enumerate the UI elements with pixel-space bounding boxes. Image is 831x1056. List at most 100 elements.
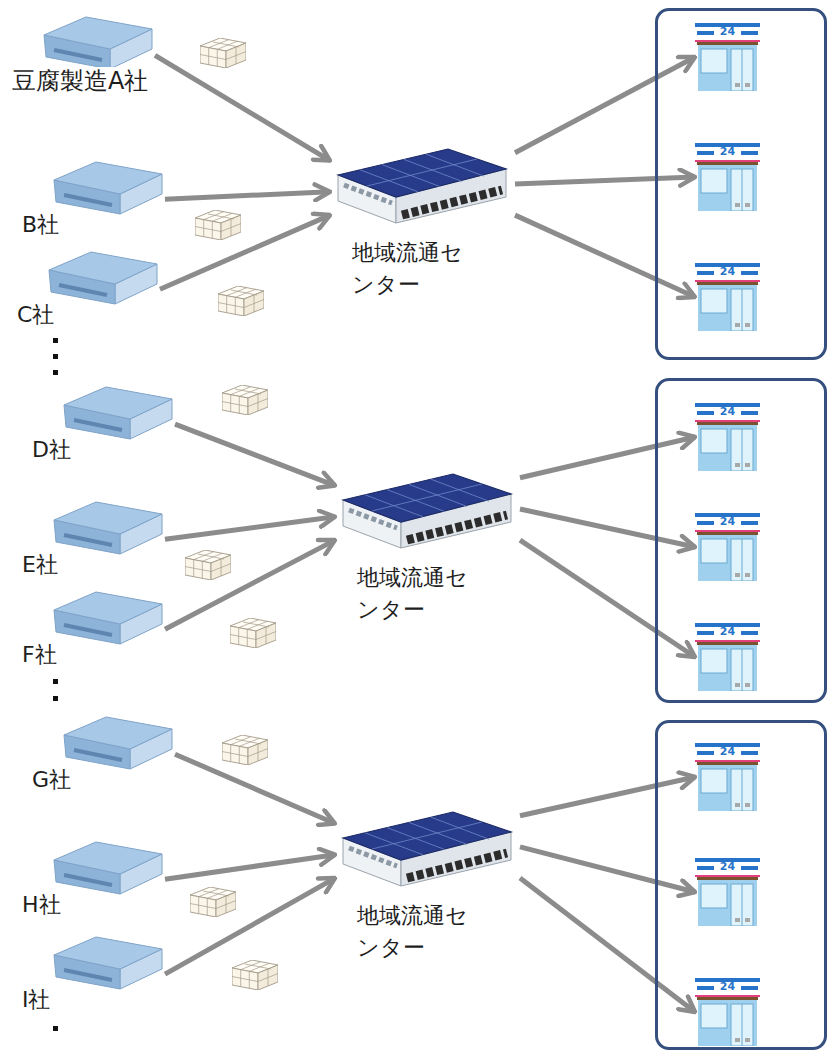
dot (53, 354, 58, 359)
tofu-box (218, 286, 264, 316)
flow-arrow (520, 437, 695, 478)
store-icon (695, 263, 760, 331)
store-sign-number: 24 (715, 25, 740, 39)
tofu-box (222, 385, 268, 415)
factory-node: E社 (20, 500, 165, 578)
store-icon (695, 513, 760, 581)
factory-icon (50, 840, 165, 895)
tofu-box (222, 735, 268, 765)
distribution-center: 地域流通セ ンター (335, 808, 520, 964)
flow-arrow (520, 777, 695, 816)
factory-icon (50, 500, 165, 555)
store-sign-number: 24 (715, 980, 740, 994)
convenience-store: 24 (695, 743, 760, 811)
factory-icon (54, 162, 162, 214)
flow-arrow (515, 57, 695, 153)
dot (53, 696, 58, 701)
store-icon (695, 978, 760, 1046)
store-sign-number: 24 (715, 745, 740, 759)
flow-arrow (175, 754, 335, 823)
factory-icon (50, 935, 165, 990)
flow-arrow (175, 424, 335, 485)
dot (53, 338, 58, 343)
convenience-store: 24 (695, 23, 760, 91)
center-name: 地域流通セ ンター (357, 900, 475, 964)
tofu-boxes (185, 38, 278, 990)
dot (53, 370, 58, 375)
center-name: 地域流通セ ンター (357, 562, 475, 626)
store-icon (695, 858, 760, 926)
convenience-store: 24 (695, 143, 760, 211)
warehouse-icon (335, 470, 515, 550)
flow-arrow (165, 517, 335, 539)
store-sign-number: 24 (715, 625, 740, 639)
store-sign-number: 24 (715, 860, 740, 874)
warehouse-icon (338, 149, 506, 223)
company-name: F社 (20, 642, 59, 668)
factory-icon (64, 387, 172, 439)
store-icon (695, 143, 760, 211)
factory-icon (54, 592, 162, 644)
company-name: H社 (20, 892, 63, 918)
factory-icon (60, 715, 175, 770)
flow-arrow (520, 509, 695, 547)
tofu-box (200, 38, 246, 68)
factory-icon (60, 385, 175, 440)
factory-icon (40, 15, 155, 70)
company-name: E社 (20, 552, 60, 578)
flow-arrow (165, 192, 330, 199)
factory-icon (50, 590, 165, 645)
factory-icon (44, 17, 152, 69)
dot (53, 1026, 58, 1031)
convenience-store: 24 (695, 403, 760, 471)
convenience-store: 24 (695, 978, 760, 1046)
factory-node: D社 (30, 385, 175, 463)
distribution-center: 地域流通セ ンター (330, 145, 515, 301)
warehouse-icon (335, 808, 515, 888)
factory-icon (45, 250, 160, 305)
company-name: C社 (15, 302, 56, 328)
flow-arrow (165, 878, 335, 974)
warehouse-icon (343, 812, 511, 886)
company-name: G社 (30, 767, 73, 793)
center-name: 地域流通セ ンター (352, 237, 470, 301)
warehouse-icon (343, 474, 511, 548)
store-icon (695, 623, 760, 691)
store-icon (695, 743, 760, 811)
warehouse-icon (330, 145, 510, 225)
flow-arrow (155, 55, 330, 160)
flow-arrow (520, 540, 695, 657)
store-icon (695, 403, 760, 471)
convenience-store: 24 (695, 263, 760, 331)
tofu-box (230, 618, 276, 648)
store-sign-number: 24 (715, 515, 740, 529)
flow-arrow (520, 878, 695, 1012)
factory-node: B社 (20, 160, 165, 238)
company-name: B社 (20, 212, 61, 238)
factory-icon (54, 937, 162, 989)
factory-icon (50, 160, 165, 215)
factory-node: F社 (20, 590, 165, 668)
distribution-center: 地域流通セ ンター (335, 470, 520, 626)
convenience-store: 24 (695, 513, 760, 581)
store-group: 24 24 24 (655, 378, 827, 703)
company-name: I社 (20, 987, 53, 1013)
store-sign-number: 24 (715, 265, 740, 279)
flow-arrow (515, 177, 695, 184)
factory-icon (54, 502, 162, 554)
tofu-box (195, 210, 241, 240)
factory-node: G社 (30, 715, 175, 793)
store-sign-number: 24 (715, 405, 740, 419)
factory-node: H社 (20, 840, 165, 918)
store-group: 24 24 24 (655, 720, 827, 1050)
factory-icon (64, 717, 172, 769)
flow-arrow (160, 215, 330, 289)
tofu-box (185, 550, 231, 580)
flow-arrow (165, 540, 335, 629)
factory-icon (54, 842, 162, 894)
dot (53, 679, 58, 684)
flow-arrow (515, 215, 695, 297)
factory-icon (49, 252, 157, 304)
store-group: 24 24 24 (655, 8, 827, 360)
